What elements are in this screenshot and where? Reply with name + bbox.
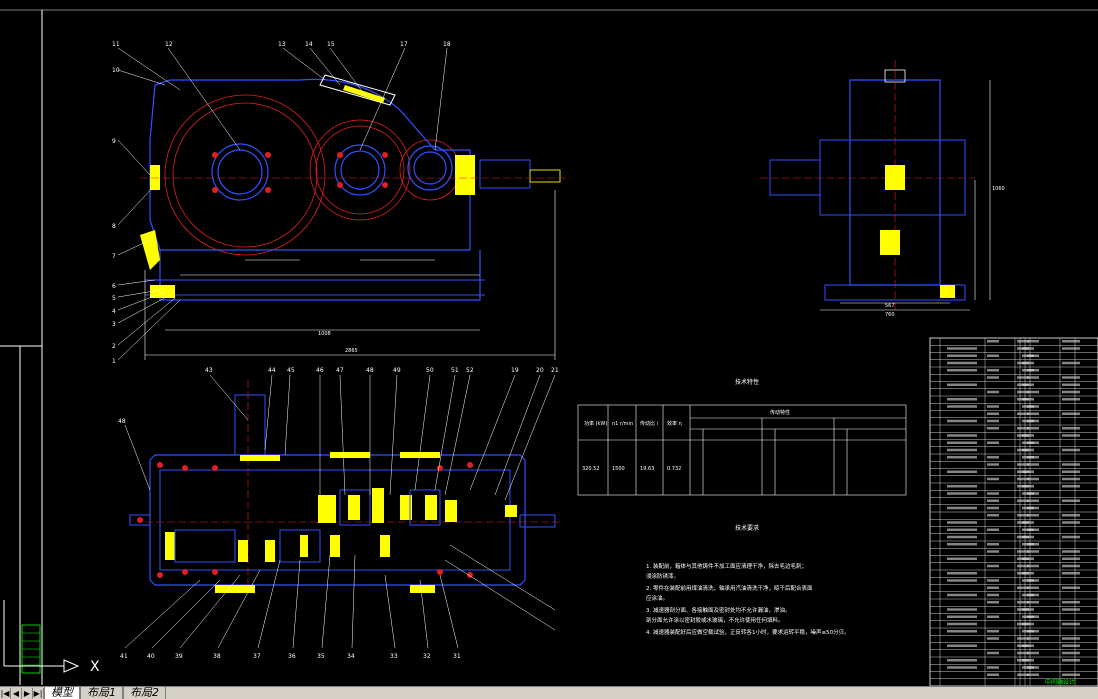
- part-label: 38: [213, 653, 221, 660]
- tech-table: [577, 404, 907, 496]
- layout-tab-bar: |◀ ◀ ▶ ▶| 模型 布局1 布局2: [0, 686, 1098, 699]
- part-label: 20: [536, 367, 544, 374]
- part-label: 14: [305, 41, 313, 48]
- dim-side-3: 1060: [992, 186, 1005, 192]
- part-label: 7: [112, 253, 116, 260]
- ucs-x-label: X: [90, 659, 100, 675]
- part-label: 52: [466, 367, 474, 374]
- tab-layout1[interactable]: 布局1: [80, 687, 123, 699]
- part-label: 3: [112, 321, 116, 328]
- part-label: 50: [426, 367, 434, 374]
- tech-header-transmission: 传动特性: [770, 409, 790, 416]
- part-label: 13: [278, 41, 286, 48]
- parts-list-table: [929, 337, 1098, 687]
- tech-header-ratio: 传动比 i: [640, 420, 658, 427]
- front-view-part-labels: 11 12 13 14 15 17 18 10 9 8 7 6 5 4 3 2 …: [112, 41, 451, 365]
- prev-tab-icon[interactable]: ◀: [11, 687, 22, 699]
- part-label: 41: [120, 653, 128, 660]
- part-label: 33: [390, 653, 398, 660]
- part-label: 34: [347, 653, 355, 660]
- dim-side-1: 567: [885, 303, 895, 309]
- part-label: 12: [165, 41, 173, 48]
- part-label: 19: [511, 367, 519, 374]
- tech-requirements-title: 技术要求: [735, 524, 759, 532]
- ucs-icon: [3, 600, 80, 673]
- part-label: 48: [366, 367, 374, 374]
- part-label: 4: [112, 308, 116, 315]
- part-label: 43: [205, 367, 213, 374]
- requirement-line: 剖分面允许涂以密封胶或水玻璃，不允许使用任何填料。: [646, 616, 784, 624]
- part-label: 8: [112, 223, 116, 230]
- part-label: 47: [336, 367, 344, 374]
- section-view-part-labels: 48 43 44 45 46 47 48 49 50 51 52 19 20 2…: [118, 367, 559, 660]
- tech-value-power: 320.52: [582, 466, 600, 472]
- part-label: 9: [112, 138, 116, 145]
- part-label: 11: [112, 41, 120, 48]
- part-label: 44: [268, 367, 276, 374]
- tech-value-speed: 1500: [612, 466, 625, 472]
- title-block-label: 中间轴设计: [1045, 678, 1075, 686]
- part-label: 32: [423, 653, 431, 660]
- last-tab-icon[interactable]: ▶|: [33, 687, 44, 699]
- part-label: 6: [112, 283, 116, 290]
- part-label: 36: [288, 653, 296, 660]
- front-view[interactable]: 1008 2865: [117, 47, 570, 361]
- requirement-line: 4. 减速器装配好后应做空载试验，正反转各1小时，要求运转平稳，噪声≤50分贝。: [646, 628, 850, 636]
- side-view[interactable]: 567 760 1060: [760, 60, 1005, 318]
- requirement-line: 3. 减速器剖分面、各接触面及密封处均不允许漏油，渗油。: [646, 606, 791, 614]
- next-tab-icon[interactable]: ▶: [22, 687, 33, 699]
- part-label: 40: [147, 653, 155, 660]
- part-label: 31: [453, 653, 461, 660]
- part-label: 48: [118, 418, 126, 425]
- tech-requirements: 1. 装配前，箱体与其他铸件不加工面应清理干净，除去毛边毛刺； 浸涂防锈漆。 2…: [646, 562, 850, 636]
- tech-header-efficiency: 效率 η: [667, 420, 682, 427]
- tech-table-title: 技术特性: [735, 378, 759, 386]
- tab-model[interactable]: 模型: [44, 687, 80, 699]
- tech-value-ratio: 19.63: [640, 466, 654, 472]
- tech-header-speed: n1 r/min: [612, 421, 633, 427]
- section-view[interactable]: [124, 374, 560, 649]
- part-label: 35: [317, 653, 325, 660]
- dim-front-1: 1008: [318, 331, 331, 337]
- part-label: 51: [451, 367, 459, 374]
- part-label: 5: [112, 295, 116, 302]
- requirement-line: 应涂油。: [646, 594, 668, 602]
- part-label: 2: [112, 343, 116, 350]
- requirement-line: 浸涂防锈漆。: [646, 572, 679, 580]
- dim-front-2: 2865: [345, 348, 358, 354]
- part-label: 39: [175, 653, 183, 660]
- part-label: 18: [443, 41, 451, 48]
- requirement-line: 2. 零件在装配前用煤油清洗，轴承用汽油清洗干净，晾干后配合表面: [646, 584, 813, 592]
- part-label: 10: [112, 67, 120, 74]
- part-label: 49: [393, 367, 401, 374]
- part-label: 1: [112, 358, 116, 365]
- first-tab-icon[interactable]: |◀: [0, 687, 11, 699]
- dim-side-2: 760: [885, 312, 895, 318]
- tech-value-efficiency: 0.732: [667, 466, 681, 472]
- tech-header-power: 功率 (kW): [584, 420, 607, 427]
- part-label: 17: [400, 41, 408, 48]
- part-label: 37: [253, 653, 261, 660]
- part-label: 46: [316, 367, 324, 374]
- requirement-line: 1. 装配前，箱体与其他铸件不加工面应清理干净，除去毛边毛刺；: [646, 562, 807, 570]
- tab-layout2[interactable]: 布局2: [123, 687, 166, 699]
- part-label: 15: [327, 41, 335, 48]
- part-label: 45: [287, 367, 295, 374]
- part-label: 21: [551, 367, 559, 374]
